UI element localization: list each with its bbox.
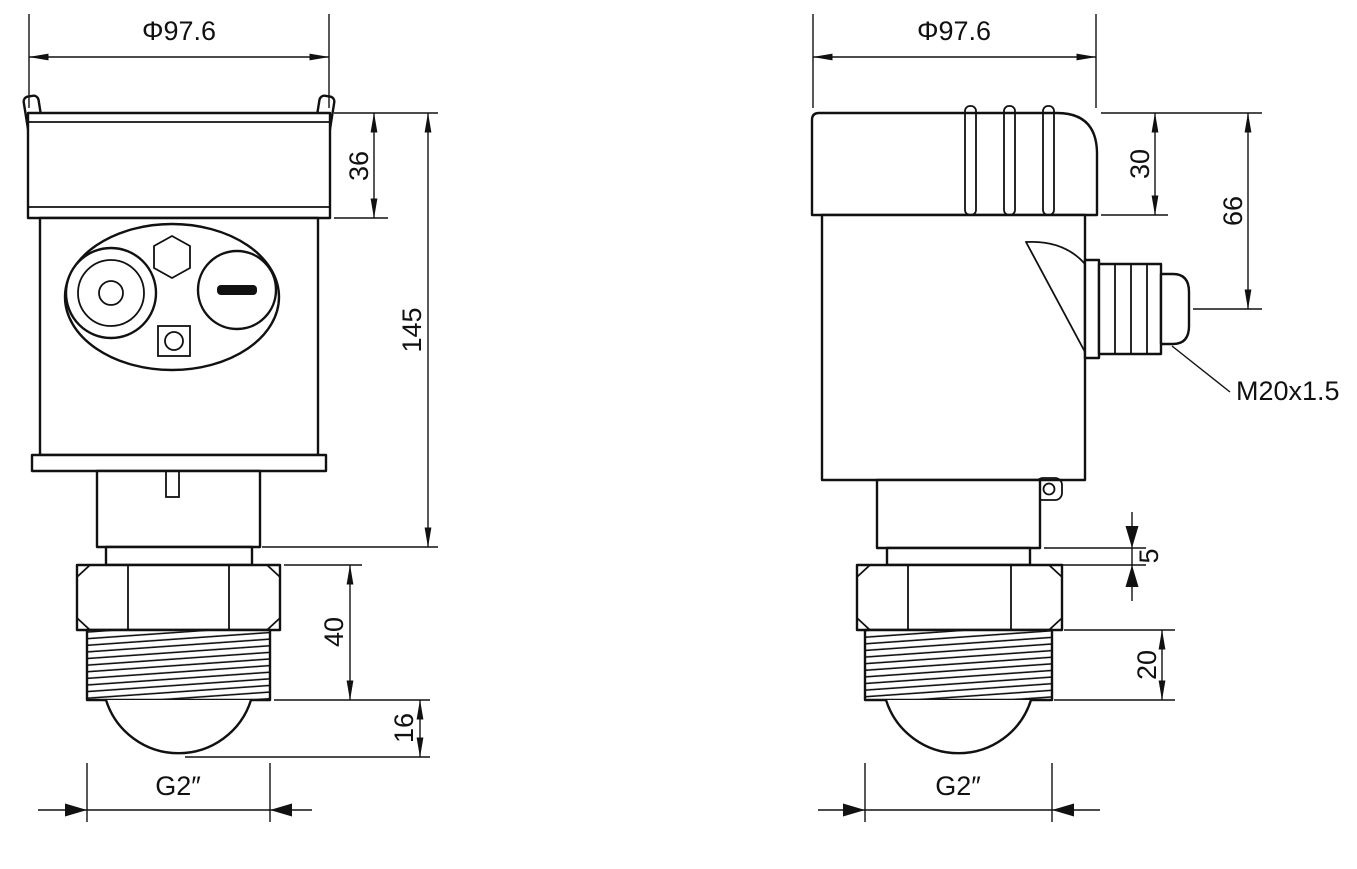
dim-label-front-process-thread: G2″: [155, 771, 201, 801]
front-flange: [30, 453, 328, 473]
side-lid: [810, 105, 1099, 217]
dim-front-total-height: 145: [262, 112, 438, 548]
dim-side-thread-length: 20: [1054, 629, 1175, 701]
front-faceplate: [63, 222, 281, 372]
dim-side-adapter-height: 5: [1034, 512, 1164, 601]
slotted-plug: [196, 249, 278, 331]
dim-side-process-thread: G2″: [818, 763, 1100, 822]
dim-label-gland-thread: M20x1.5: [1236, 376, 1340, 406]
gland-cap: [1159, 272, 1191, 346]
side-housing-body: [820, 213, 1087, 482]
side-view: Φ97.6 30 66 M20x1.5 5: [810, 14, 1340, 822]
front-view: Φ97.6 36 145 40 16: [22, 14, 438, 822]
dim-label-front-diameter: Φ97.6: [142, 16, 216, 46]
neck-tab: [165, 470, 180, 498]
dim-side-diameter: Φ97.6: [812, 14, 1097, 108]
side-process-thread: [863, 628, 1054, 702]
hex-boss: [153, 234, 191, 280]
dim-label-side-thread-length: 20: [1132, 650, 1162, 680]
callout-gland-thread: M20x1.5: [1171, 345, 1340, 406]
dim-front-lid-height: 36: [334, 112, 438, 219]
front-lid: [22, 94, 336, 220]
display-window: [64, 246, 158, 340]
front-process-thread: [85, 628, 272, 702]
plug-slot: [217, 285, 257, 295]
dim-label-front-lens-height: 16: [389, 713, 419, 743]
dim-front-lens-height: 16: [185, 699, 430, 758]
gland-boss-curve: [1025, 240, 1086, 265]
cable-gland: [1083, 258, 1191, 360]
dim-label-side-process-thread: G2″: [935, 771, 981, 801]
front-neck: [95, 469, 262, 567]
dim-front-nut-section: 40: [274, 564, 430, 701]
dim-label-side-diameter: Φ97.6: [917, 16, 991, 46]
dim-side-lid-height: 30: [1101, 112, 1262, 216]
dim-label-front-nut-section: 40: [319, 617, 349, 647]
front-adapter-ring: [104, 545, 254, 567]
front-lens-dome: [104, 698, 253, 755]
side-lens-dome: [884, 698, 1033, 755]
side-hex-nut: [855, 563, 1064, 632]
faceplate-latch: [157, 325, 191, 357]
dim-label-front-total-height: 145: [397, 307, 427, 352]
dim-label-side-lid-height: 30: [1125, 149, 1155, 179]
dim-label-side-gland-height: 66: [1218, 196, 1248, 226]
side-adapter-ring: [885, 546, 1032, 567]
dim-front-diameter: Φ97.6: [28, 14, 330, 108]
front-hex-nut: [75, 563, 282, 632]
dim-side-gland-height: 66: [1193, 112, 1262, 310]
dim-label-side-adapter-height: 5: [1134, 548, 1164, 563]
gland-boss-chamfer: [1025, 241, 1086, 353]
side-neck: [875, 478, 1042, 567]
dim-front-process-thread: G2″: [38, 763, 312, 822]
dim-label-front-lid-height: 36: [344, 151, 374, 181]
